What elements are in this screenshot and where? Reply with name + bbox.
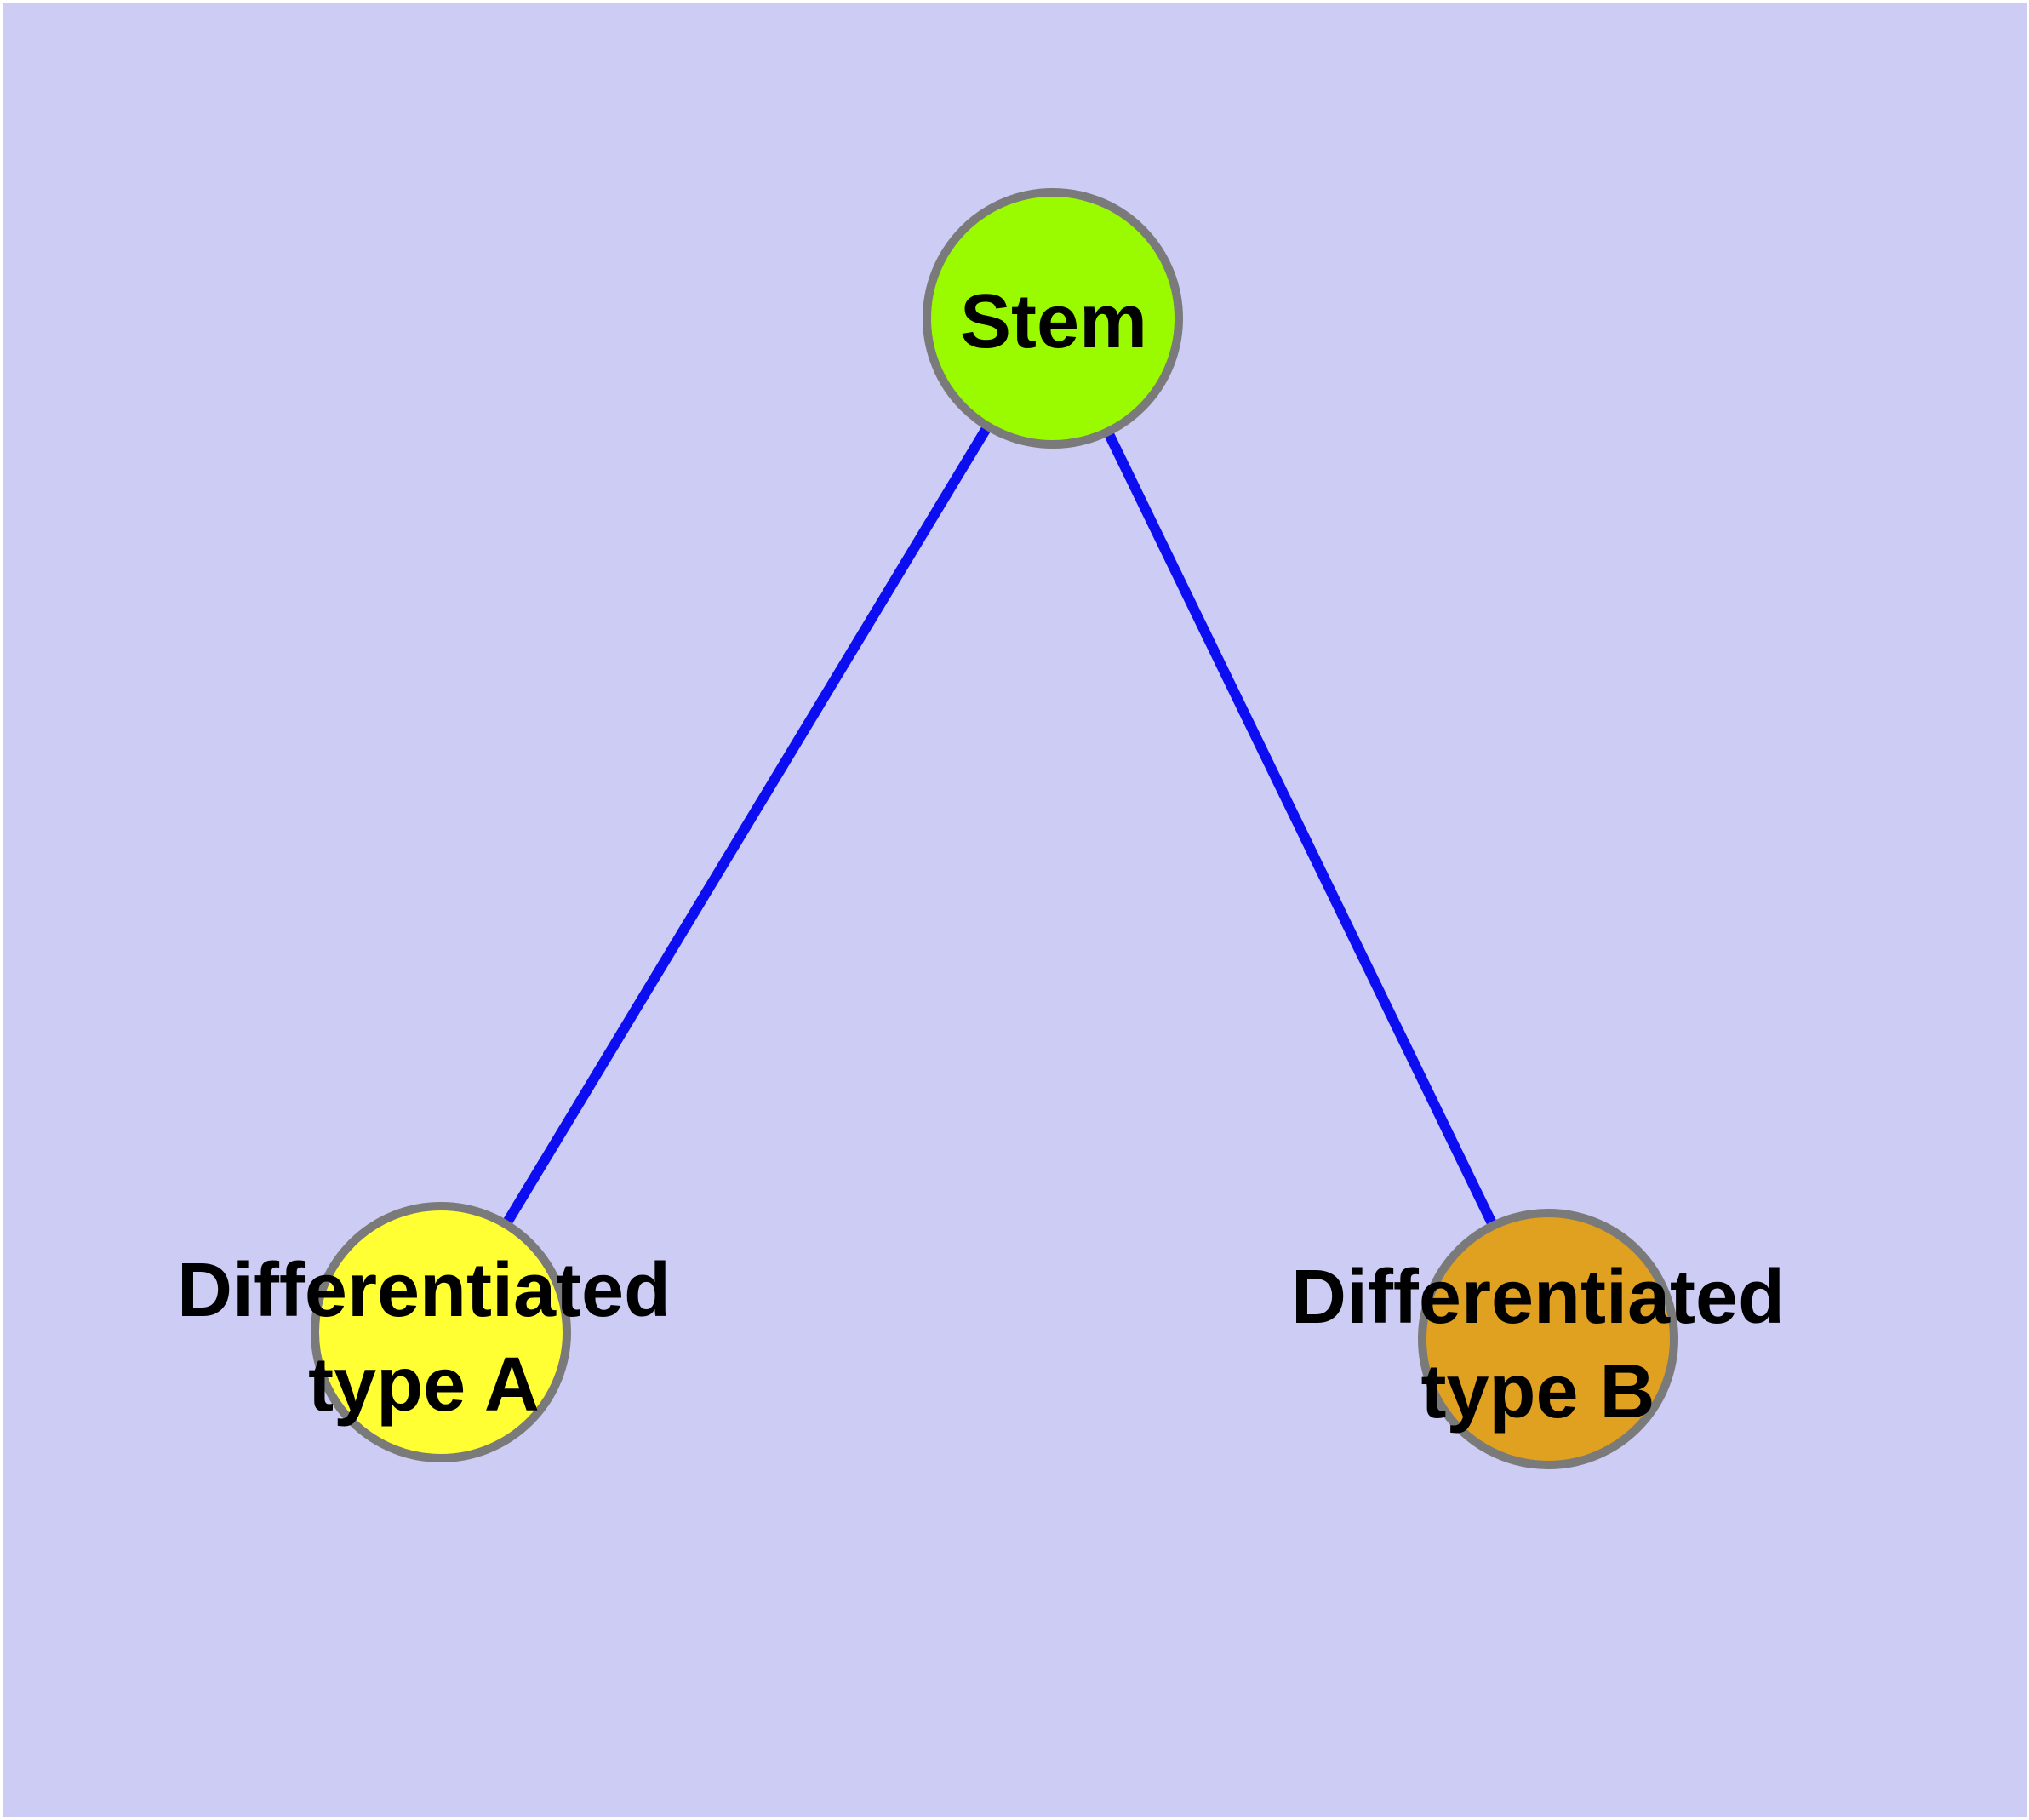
- node-type-a-label-line2: type A: [308, 1342, 540, 1428]
- node-type-a-label-line1: Differentiated: [177, 1248, 671, 1333]
- node-differentiated-type-b: [1418, 1209, 1678, 1469]
- node-type-b-label-line2: type B: [1420, 1349, 1655, 1434]
- edge-stem-to-type-a: [436, 315, 1058, 1336]
- node-differentiated-type-a: [311, 1202, 571, 1462]
- node-stem: [923, 188, 1183, 449]
- node-type-b-label-line1: Differentiated: [1291, 1255, 1785, 1340]
- edge-stem-to-type-b: [1048, 316, 1553, 1342]
- node-stem-label: Stem: [960, 279, 1147, 364]
